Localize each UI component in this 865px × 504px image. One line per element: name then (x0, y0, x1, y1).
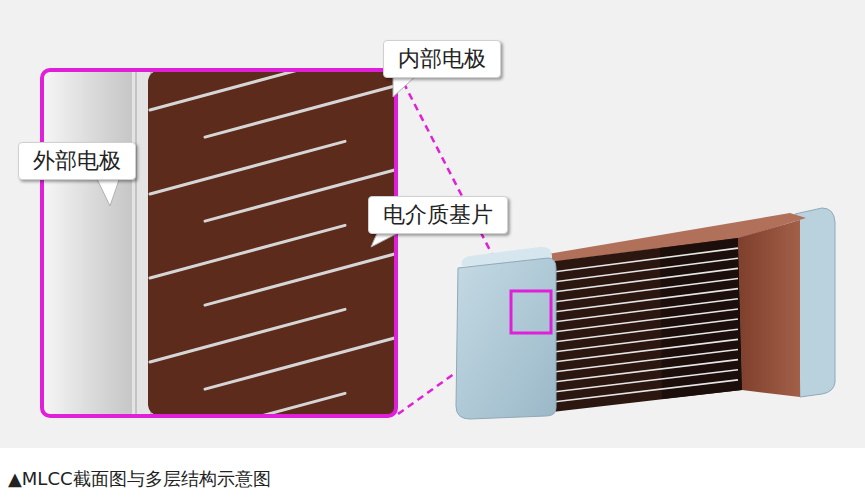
internal-electrode (205, 85, 396, 138)
dielectric (148, 70, 396, 416)
background-panel (0, 0, 865, 448)
internal-electrode (150, 393, 345, 416)
layer-line (553, 299, 738, 322)
internal-electrode (150, 225, 345, 278)
callout-box: 电介质基片 (368, 196, 508, 234)
section-face (548, 238, 742, 412)
callout-label: 电介质基片 (383, 202, 493, 228)
layer-line (553, 349, 738, 372)
layer-line (553, 319, 738, 342)
end-cap (456, 258, 556, 419)
caption: ▲MLCC截面图与多层结构示意图 (8, 468, 271, 490)
callout-pointer (96, 177, 120, 206)
callout-box: 内部电极 (383, 40, 501, 78)
callout-label: 内部电极 (398, 46, 486, 72)
chip-side (738, 220, 800, 397)
electrode-edge-shade (135, 70, 137, 416)
internal-electrode (205, 253, 396, 306)
layer-line (553, 339, 738, 362)
layer-line (553, 380, 738, 402)
internal-electrode (150, 70, 345, 110)
zoom-frame (42, 70, 396, 416)
internal-electrode (150, 141, 345, 194)
layer-line (553, 370, 738, 392)
callout-box: 外部电极 (18, 142, 136, 180)
electrode-edge (132, 70, 150, 416)
end-cap (795, 208, 835, 397)
internal-electrode (205, 337, 396, 390)
layer-line (553, 248, 738, 272)
callout-pointer (393, 75, 417, 97)
internal-electrode (150, 309, 345, 362)
layer-line (553, 268, 738, 292)
external-electrode (42, 70, 152, 416)
layer-line (553, 258, 738, 282)
internal-electrode-lines (150, 70, 396, 416)
layer-line (553, 279, 738, 302)
layer-line (553, 309, 738, 332)
layer-line (553, 360, 738, 382)
zoom-marker (511, 291, 551, 333)
layer-line (553, 289, 738, 312)
zoom-view (42, 70, 396, 416)
chip-layer-lines (553, 248, 738, 402)
mlcc-chip (456, 208, 835, 419)
layer-line (553, 329, 738, 352)
callout-label: 外部电极 (33, 148, 121, 174)
